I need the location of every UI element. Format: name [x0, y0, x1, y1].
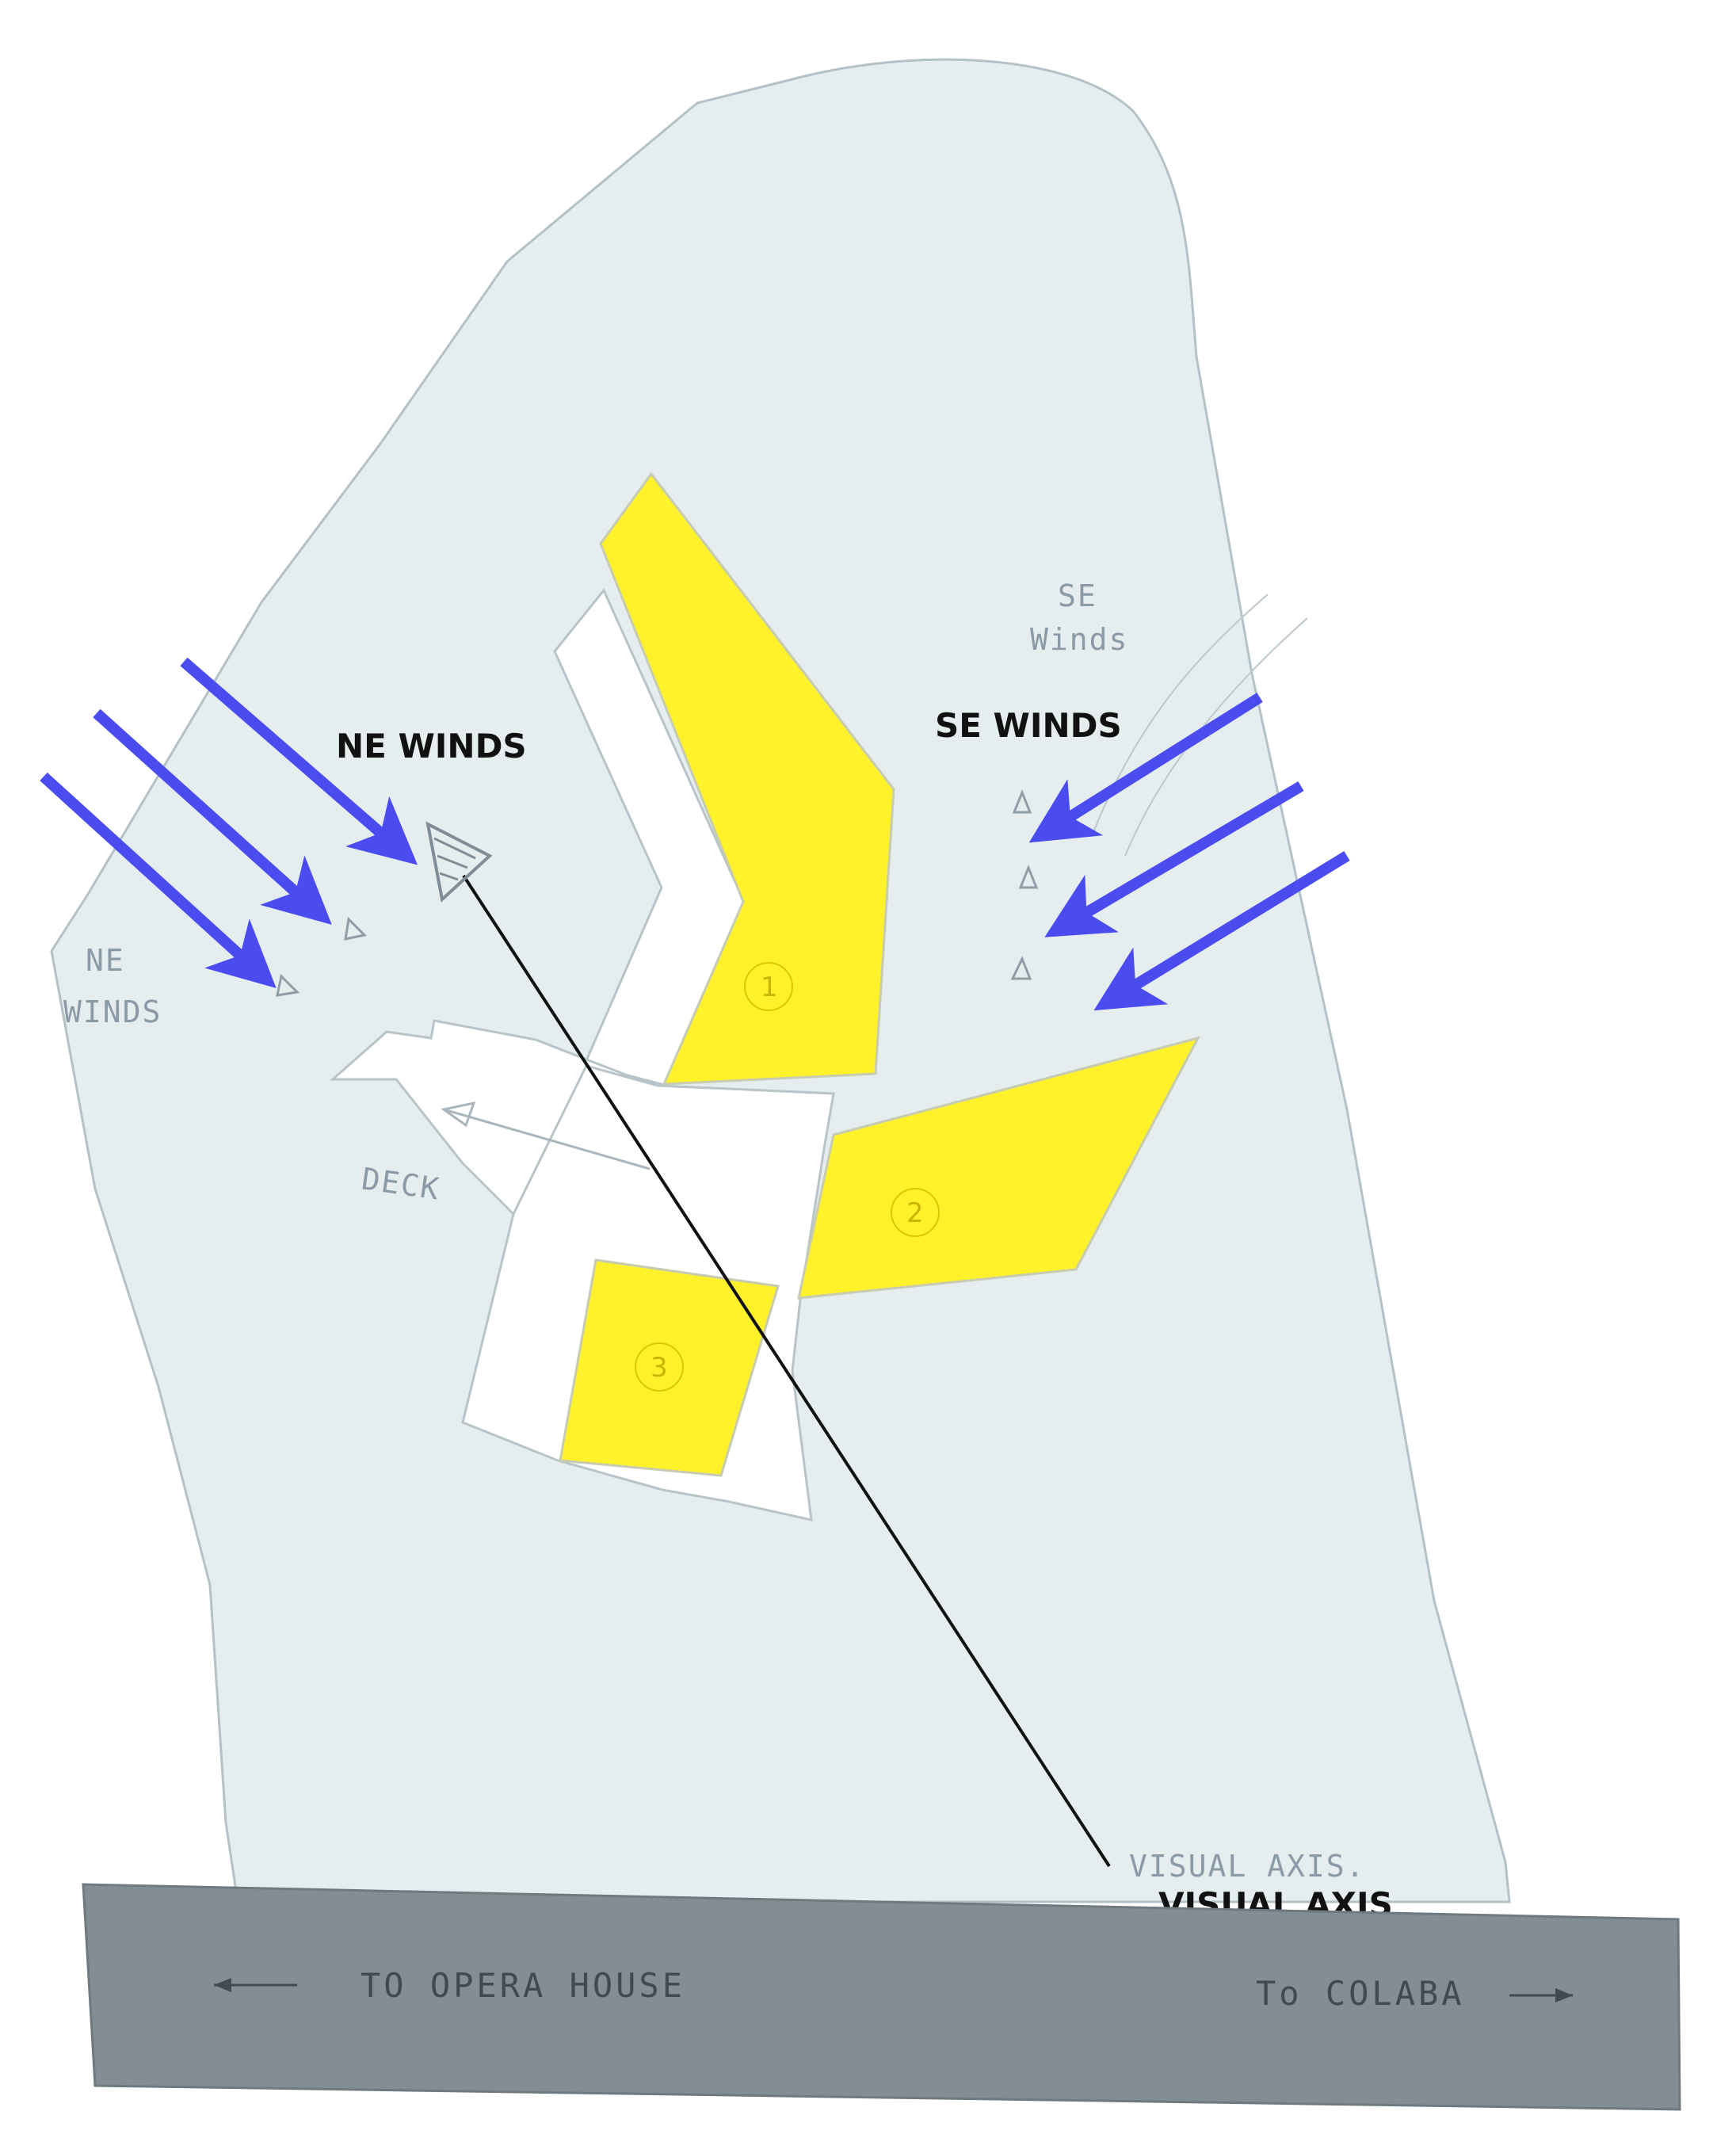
road-band — [82, 1883, 1681, 2111]
ne-winds-sketch-label-line2: WINDS — [63, 995, 162, 1029]
block-2 — [797, 1036, 1200, 1300]
se-winds-label: SE WINDS — [935, 706, 1122, 745]
pencil-wind-marker — [1012, 788, 1032, 814]
se-wind-arrow — [1093, 851, 1350, 1011]
block-2-number-circle — [891, 1188, 940, 1237]
block-1 — [599, 472, 895, 1086]
to-opera-house-label: TO OPERA HOUSE — [361, 1966, 685, 2005]
block-2-number: 2 — [906, 1197, 924, 1229]
block-3-number: 3 — [651, 1352, 668, 1384]
visual-axis-sketch-label: VISUAL AXIS. — [1129, 1849, 1366, 1884]
pencil-guide-curve — [1124, 617, 1308, 857]
ne-winds-sketch-label-line1: NE — [86, 943, 125, 978]
pencil-wind-marker — [1018, 864, 1039, 889]
visual-axis-triangle — [425, 821, 493, 903]
pencil-wind-marker — [1010, 956, 1032, 980]
to-colaba-label: To COLABA — [1256, 1974, 1465, 2013]
block-3 — [559, 1258, 780, 1477]
se-wind-arrow — [1044, 781, 1304, 937]
visual-axis-line — [462, 874, 1111, 1868]
se-winds-sketch-label-line2: Winds — [1030, 622, 1128, 657]
block-1-number-circle — [744, 962, 793, 1011]
pencil-wind-marker — [276, 973, 300, 997]
ne-wind-arrow — [93, 708, 332, 925]
deck-pencil-arrow — [443, 1108, 651, 1170]
ne-wind-arrow — [40, 772, 277, 988]
ne-winds-label: NE WINDS — [336, 727, 527, 765]
ne-wind-arrow — [180, 657, 418, 865]
colaba-arrowhead — [1555, 1988, 1573, 2002]
se-winds-sketch-label-line1: SE — [1058, 578, 1097, 613]
pencil-wind-marker — [344, 916, 368, 941]
block-3-number-circle — [635, 1342, 684, 1392]
deck-pencil-arrowhead — [441, 1101, 476, 1128]
block-1-number: 1 — [761, 972, 778, 1003]
se-wind-arrow — [1028, 693, 1263, 843]
opera-house-arrowhead — [214, 1978, 231, 1992]
visual-axis-triangle-hatch — [433, 837, 476, 881]
